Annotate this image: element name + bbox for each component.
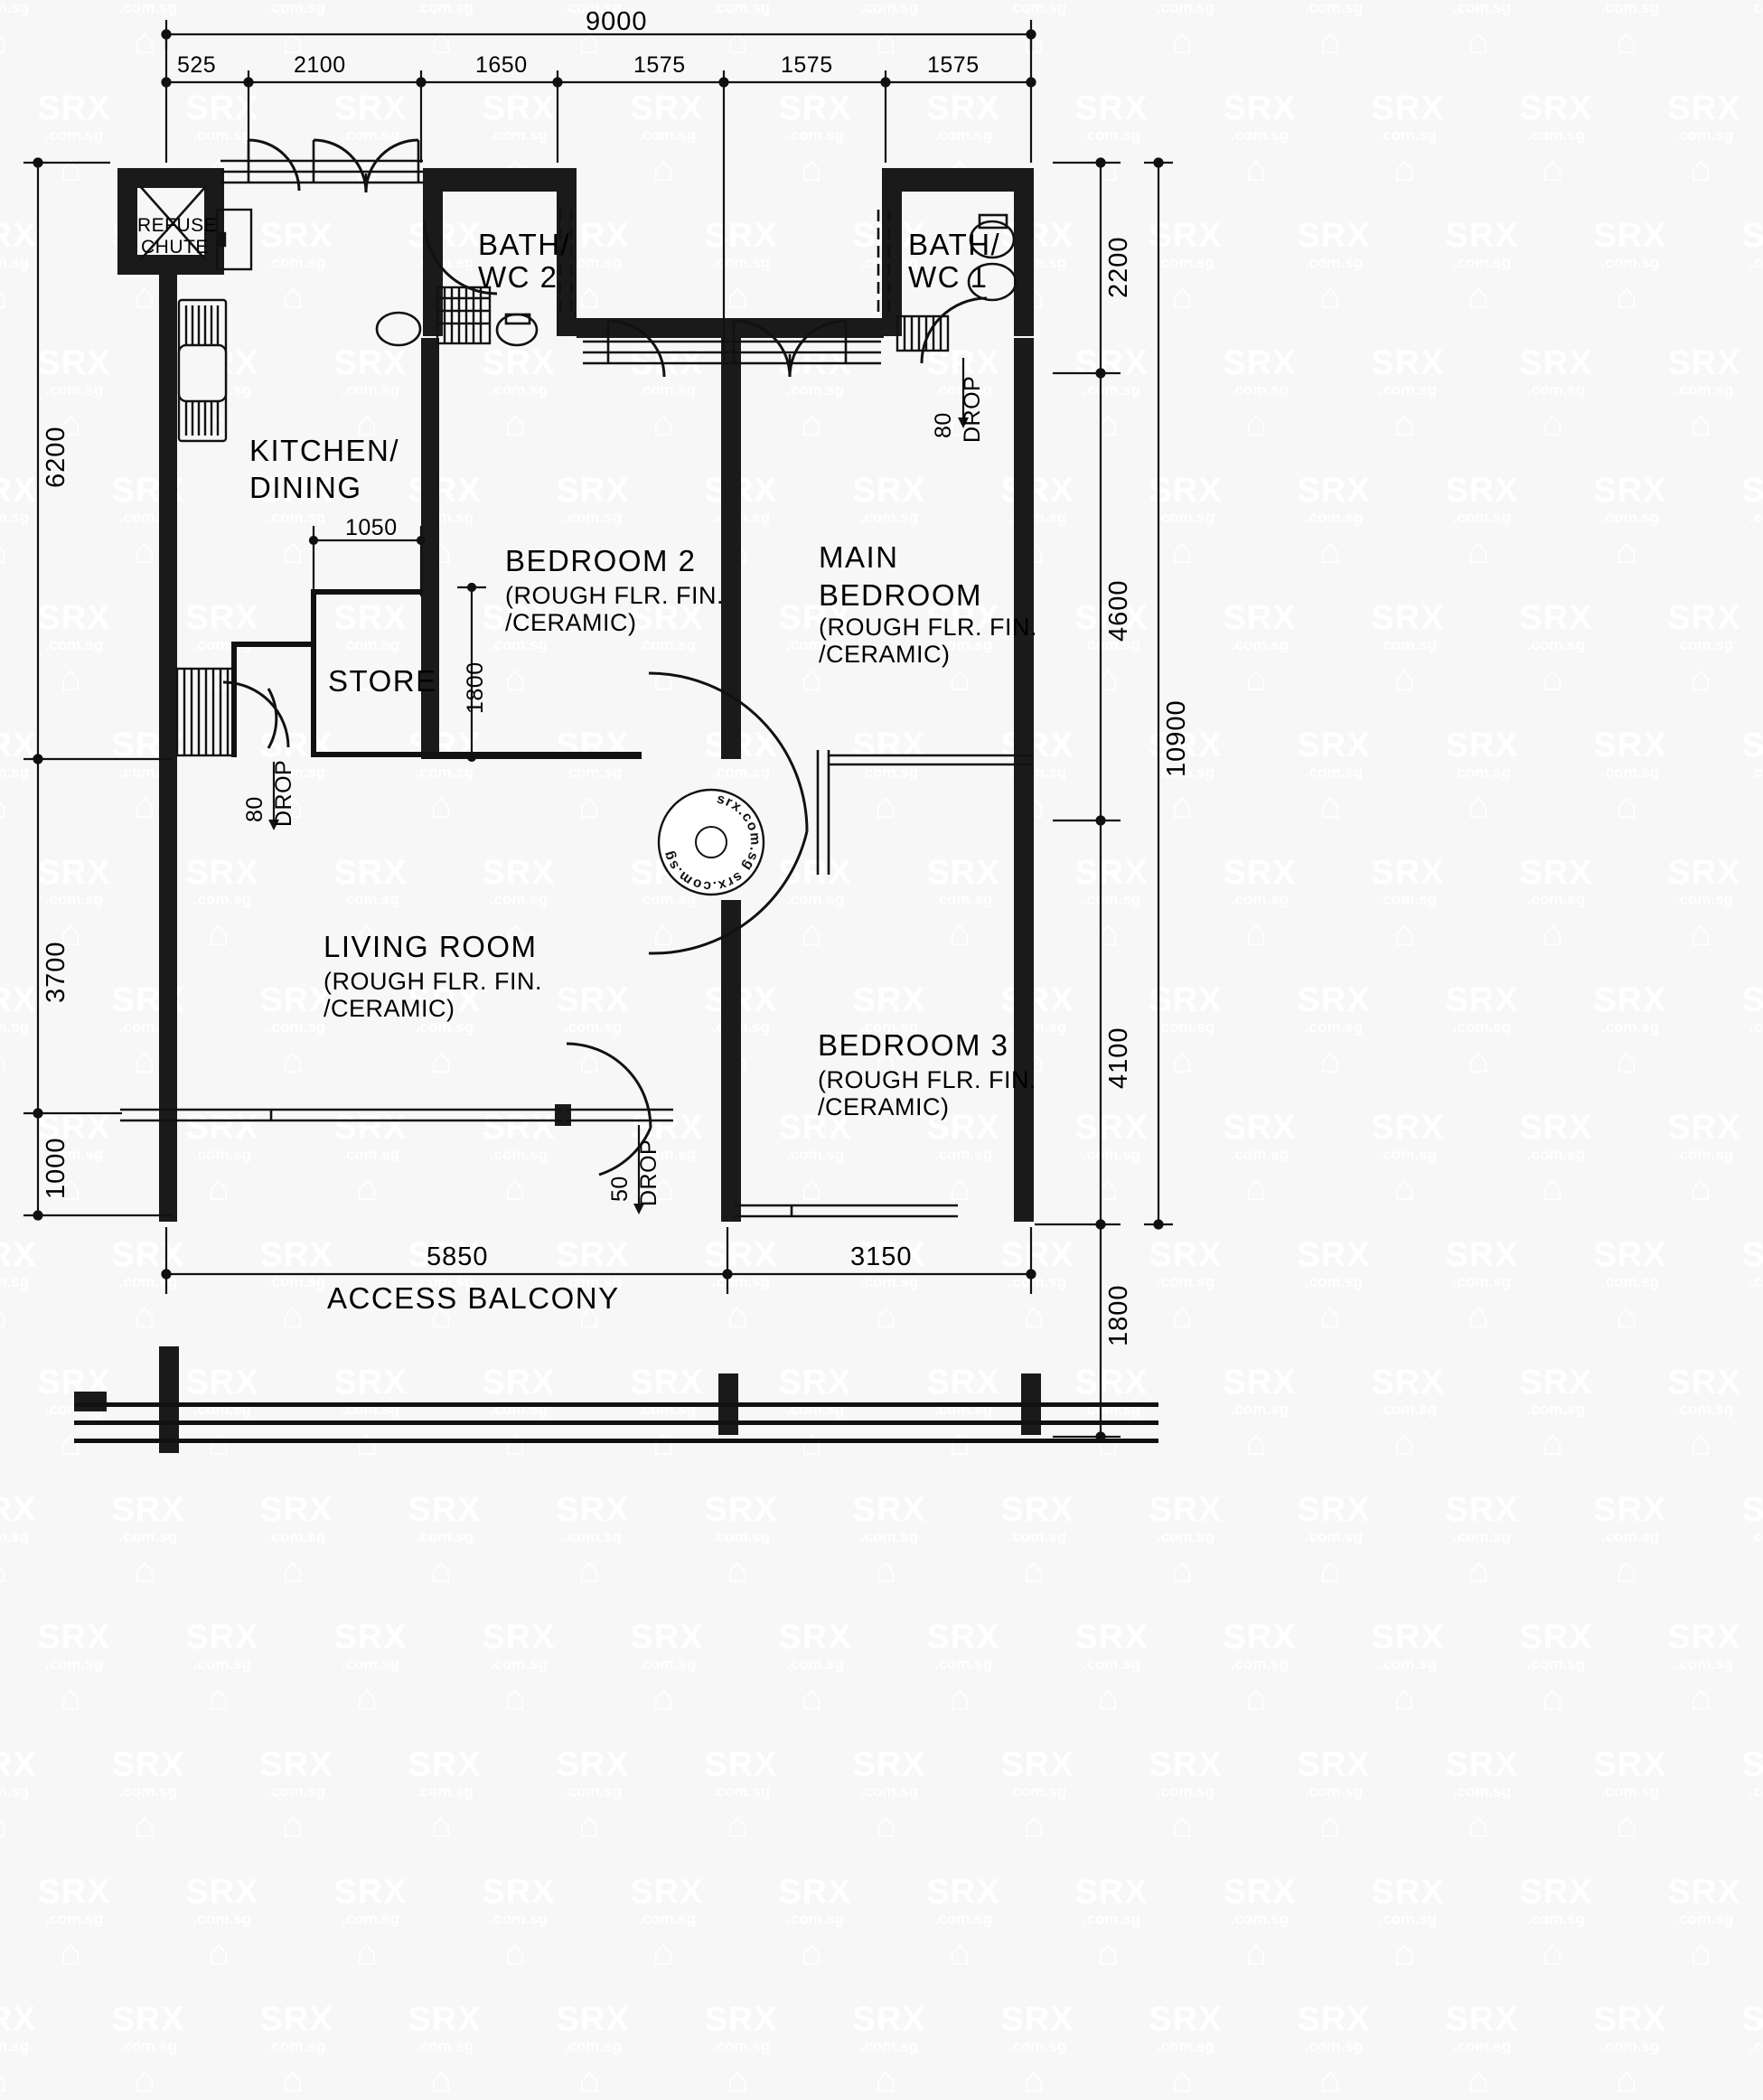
dim-top-3: 1650 bbox=[475, 52, 528, 78]
label-bedroom2-finish2: /CERAMIC) bbox=[505, 609, 637, 636]
label-refuse-line2: CHUTE bbox=[141, 237, 209, 258]
dim-top-1: 525 bbox=[177, 52, 217, 78]
wall-left-exterior bbox=[159, 271, 177, 1222]
wall-store-left bbox=[311, 589, 316, 757]
dim-bedroom2-1800: 1800 bbox=[463, 661, 488, 714]
label-main-bedroom-line1: MAIN bbox=[819, 540, 899, 574]
label-living-finish1: (ROUGH FLR. FIN. bbox=[324, 968, 542, 995]
dim-top-overall: 9000 bbox=[586, 7, 648, 36]
balcony-stub-left bbox=[74, 1392, 107, 1411]
right-dimension-lines bbox=[1035, 157, 1173, 1442]
wall-central-vertical bbox=[721, 338, 741, 759]
label-main-bedroom-finish1: (ROUGH FLR. FIN. bbox=[819, 614, 1037, 641]
wall-right-exterior bbox=[1014, 338, 1034, 1222]
label-main-bedroom-finish2: /CERAMIC) bbox=[819, 641, 951, 668]
dim-left-1000: 1000 bbox=[42, 1137, 70, 1199]
label-kitchen-line2: DINING bbox=[249, 471, 362, 504]
drop-value-80-b: 80 bbox=[242, 796, 267, 822]
wall-store-step-h bbox=[231, 642, 314, 647]
bath1-hatch bbox=[896, 314, 950, 352]
left-dimension-lines bbox=[23, 157, 172, 1221]
wall-store-bottom bbox=[311, 752, 423, 757]
wall-top-kitchen bbox=[117, 168, 224, 188]
wall-living-bedroom3-divider bbox=[721, 900, 741, 1222]
label-bath1-line1: BATH/ bbox=[908, 228, 1001, 261]
entry-door-jamb bbox=[555, 1104, 571, 1126]
balcony-rail-3 bbox=[74, 1439, 1158, 1443]
dim-bottom-5850: 5850 bbox=[427, 1242, 489, 1271]
label-main-bedroom-line2: BEDROOM bbox=[819, 578, 983, 612]
label-bath2-line2: WC 2 bbox=[478, 260, 558, 294]
label-refuse-line1: REFUSE bbox=[137, 215, 218, 236]
label-store: STORE bbox=[328, 664, 437, 698]
dim-top-4: 1575 bbox=[633, 52, 686, 78]
dim-right-2200: 2200 bbox=[1104, 236, 1133, 298]
drop-label-b: DROP bbox=[271, 759, 296, 827]
wall-bedroom2-left bbox=[421, 338, 439, 759]
wall-bath1-right bbox=[1014, 168, 1034, 336]
dim-right-overall-10900: 10900 bbox=[1162, 699, 1191, 777]
label-bedroom3-finish2: /CERAMIC) bbox=[818, 1093, 950, 1120]
dim-left-6200: 6200 bbox=[42, 426, 70, 488]
wall-bath1-left bbox=[882, 168, 902, 336]
wall-corridor-top bbox=[577, 318, 884, 338]
dim-right-4100: 4100 bbox=[1104, 1027, 1133, 1089]
label-bedroom2: BEDROOM 2 bbox=[505, 544, 697, 577]
label-bath1-line2: WC 1 bbox=[908, 260, 989, 294]
dim-top-2: 2100 bbox=[294, 52, 346, 78]
label-kitchen-line1: KITCHEN/ bbox=[249, 434, 400, 467]
drop-label-a: DROP bbox=[960, 375, 985, 443]
wall-top-bath2 bbox=[423, 168, 577, 192]
dim-top-6: 1575 bbox=[927, 52, 980, 78]
dim-right-1800: 1800 bbox=[1104, 1284, 1133, 1346]
store-hatch bbox=[175, 667, 235, 757]
wall-store-step-v bbox=[231, 642, 237, 757]
bath2-hatch bbox=[436, 286, 492, 345]
srx-logo: srx.com.sg srx.com.sg bbox=[653, 784, 769, 900]
dim-left-3700: 3700 bbox=[42, 941, 70, 1003]
dim-bottom-3150: 3150 bbox=[850, 1242, 913, 1271]
wall-bedroom2-bottom bbox=[421, 752, 642, 759]
dim-top-5: 1575 bbox=[781, 52, 833, 78]
kitchen-sink-fixture bbox=[177, 298, 228, 443]
balcony-rail-2 bbox=[74, 1420, 1158, 1425]
label-bath2-line1: BATH/ bbox=[478, 228, 571, 261]
dim-store-1050: 1050 bbox=[345, 515, 398, 540]
wall-store-top bbox=[311, 589, 423, 595]
label-living-room: LIVING ROOM bbox=[324, 930, 538, 963]
dim-right-4600: 4600 bbox=[1104, 579, 1133, 642]
label-living-finish2: /CERAMIC) bbox=[324, 995, 455, 1022]
label-bedroom2-finish1: (ROUGH FLR. FIN. bbox=[505, 582, 724, 609]
label-bedroom3-finish1: (ROUGH FLR. FIN. bbox=[818, 1066, 1036, 1093]
balcony-rail-1 bbox=[74, 1402, 1158, 1407]
drop-value-50: 50 bbox=[607, 1176, 633, 1202]
wall-bath2-left bbox=[423, 168, 443, 336]
label-bedroom3: BEDROOM 3 bbox=[818, 1028, 1009, 1062]
balcony-column-left bbox=[159, 1346, 179, 1453]
drop-value-80-a: 80 bbox=[931, 412, 956, 438]
drop-label-c: DROP bbox=[636, 1139, 661, 1206]
wall-top-bath1 bbox=[882, 168, 1034, 192]
label-access-balcony: ACCESS BALCONY bbox=[327, 1281, 620, 1315]
